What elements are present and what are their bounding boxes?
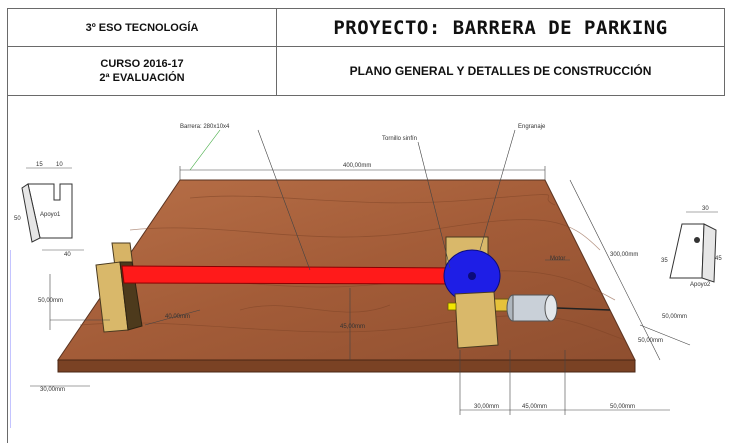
- label-engranaje: Engranaje: [518, 124, 546, 130]
- support-motor-front: [454, 291, 499, 349]
- apoyo2-hole: [694, 237, 700, 243]
- apoyo2-detail-side: [701, 223, 717, 283]
- apoyo1-detail: [27, 183, 73, 239]
- support-motor-pin: [447, 302, 457, 311]
- plan-subtitle: PLANO GENERAL Y DETALLES DE CONSTRUCCIÓN: [276, 46, 725, 96]
- technical-drawing: Apoyo1 15 10 50 40 Apoyo2 30 35 45: [10, 110, 722, 428]
- dim-bottom-c: 50,00mm: [610, 404, 635, 410]
- evaluation: 2ª EVALUACIÓN: [99, 72, 185, 84]
- label-motor: Motor: [550, 256, 565, 262]
- dim-motor-side: 50,00mm: [638, 338, 663, 344]
- dim-bottom-b: 45,00mm: [522, 404, 547, 410]
- apoyo1-detail-side: [21, 183, 41, 243]
- course-year-cell: CURSO 2016-17 2ª EVALUACIÓN: [7, 46, 277, 96]
- dim-right-side: 50,00mm: [662, 314, 687, 320]
- dim-front-offset: 30,00mm: [40, 387, 65, 393]
- label-barrera: Barrera: 280x10x4: [180, 124, 230, 130]
- project-title: PROYECTO: BARRERA DE PARKING: [276, 8, 725, 47]
- course-year: CURSO 2016-17: [100, 58, 184, 70]
- dim-board-depth: 300,00mm: [610, 252, 638, 258]
- dim-barrier-dist: 40,00mm: [165, 314, 190, 320]
- apoyo2-label: Apoyo2: [690, 282, 711, 288]
- axis-green: [189, 129, 221, 171]
- course-cell: 3º ESO TECNOLOGÍA: [7, 8, 277, 47]
- motor-axis: [556, 307, 611, 311]
- dim-board-width: 400,00mm: [343, 163, 371, 169]
- apoyo1-dim-bottom: 40: [64, 252, 71, 258]
- apoyo1-dim-side: 50: [14, 216, 21, 222]
- apoyo2-dim-top: 30: [702, 206, 709, 212]
- dim-support-height: 50,00mm: [38, 298, 63, 304]
- apoyo2-dim-side2: 45: [715, 256, 722, 262]
- dim-bottom-a: 30,00mm: [474, 404, 499, 410]
- wood-base-front: [57, 359, 636, 373]
- motor-front: [544, 294, 558, 322]
- sheet-border-left: [7, 95, 8, 443]
- wood-grain: [79, 194, 626, 341]
- title-block: 3º ESO TECNOLOGÍA PROYECTO: BARRERA DE P…: [7, 8, 725, 96]
- dimension-lines: [30, 129, 691, 415]
- apoyo1-label: Apoyo1: [40, 212, 61, 218]
- label-tornillo: Tornillo sinfín: [382, 136, 417, 142]
- apoyo1-dim-top1: 15: [36, 162, 43, 168]
- apoyo1-dim-top2: 10: [56, 162, 63, 168]
- apoyo2-dim-side1: 35: [661, 258, 668, 264]
- dim-center-height: 45,00mm: [340, 324, 365, 330]
- gear-hub: [468, 272, 476, 280]
- barrier: [121, 265, 463, 285]
